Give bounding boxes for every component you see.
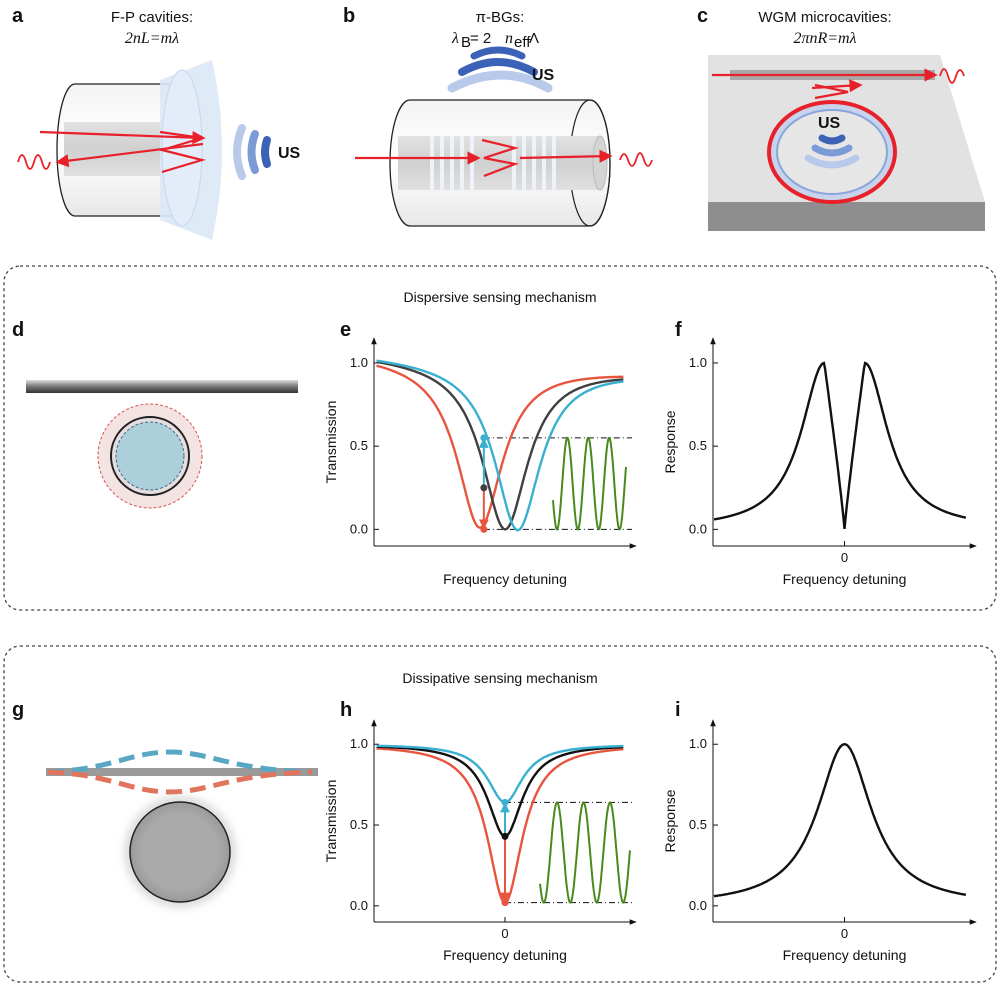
panel-b-eq-period: Λ xyxy=(529,30,539,47)
wgm-chip-illustration: US xyxy=(708,55,985,231)
resonator-core-d xyxy=(115,421,185,491)
y-tick-label: 0.5 xyxy=(350,438,368,453)
resonator-sphere-g xyxy=(129,801,231,903)
response-curve-i xyxy=(713,742,967,898)
panel-c-equation: 2πnR=mλ xyxy=(793,30,856,47)
x-axis-label: Frequency detuning xyxy=(783,947,907,963)
pbg-illustration: US xyxy=(355,46,653,227)
y-tick-label: 0.0 xyxy=(350,898,368,913)
y-tick-label: 1.0 xyxy=(350,355,368,370)
panel-label-h: h xyxy=(340,699,352,721)
panel-label-d: d xyxy=(12,319,24,341)
x-axis-label: Frequency detuning xyxy=(443,571,567,587)
operating-point xyxy=(501,832,509,840)
y-tick-label: 1.0 xyxy=(689,736,707,751)
y-axis-label: Transmission xyxy=(323,780,339,863)
transmission-curve-0 xyxy=(376,747,624,904)
us-label-b: US xyxy=(532,67,555,84)
transmission-curve-2 xyxy=(376,359,624,532)
panel-g: g xyxy=(12,699,318,908)
panel-b-eq-sub-b: B xyxy=(461,34,471,51)
dispersive-title: Dispersive sensing mechanism xyxy=(404,289,597,305)
x-tick-label: 0 xyxy=(841,550,848,565)
operating-point-low xyxy=(501,899,509,907)
us-label-c: US xyxy=(818,115,841,132)
panel-b-eq-sub-eff: eff xyxy=(514,34,531,51)
y-tick-label: 0.0 xyxy=(689,521,707,536)
y-tick-label: 1.0 xyxy=(689,355,707,370)
panel-label-c: c xyxy=(697,5,708,27)
response-curve-f xyxy=(713,361,967,530)
x-tick-label: 0 xyxy=(841,926,848,941)
panel-b-eq-equals: = 2 xyxy=(470,30,491,47)
panel-b-eq-lambda: λ xyxy=(451,30,459,47)
us-label-a: US xyxy=(278,145,301,162)
panel-c-title: WGM microcavities: xyxy=(758,9,891,26)
operating-point-high xyxy=(480,434,488,442)
transmission-curve-0 xyxy=(376,364,624,529)
transmission-curve-1 xyxy=(376,745,624,838)
panel-label-b: b xyxy=(343,5,355,27)
x-tick-label: 0 xyxy=(501,926,508,941)
panel-b-eq-n: n xyxy=(505,30,513,47)
y-tick-label: 0.0 xyxy=(350,521,368,536)
dissipative-title: Dissipative sensing mechanism xyxy=(402,670,597,686)
y-axis-label: Response xyxy=(662,789,678,852)
y-tick-label: 0.5 xyxy=(350,817,368,832)
panel-a-equation: 2nL=mλ xyxy=(125,30,179,47)
output-signal xyxy=(552,436,627,531)
fp-cavity-illustration: US xyxy=(17,60,301,240)
panel-b-title: π-BGs: xyxy=(476,9,525,26)
y-axis-label: Response xyxy=(662,410,678,473)
dispersive-box xyxy=(3,265,997,611)
x-axis-label: Frequency detuning xyxy=(443,947,567,963)
y-axis-label: Transmission xyxy=(323,401,339,484)
x-axis-label: Frequency detuning xyxy=(783,571,907,587)
y-tick-label: 0.5 xyxy=(689,817,707,832)
displaced-waveguide-down xyxy=(47,769,313,795)
panel-label-e: e xyxy=(340,319,351,341)
panel-label-i: i xyxy=(675,699,681,721)
y-tick-label: 1.0 xyxy=(350,736,368,751)
y-tick-label: 0.5 xyxy=(689,438,707,453)
panel-a: a F-P cavities: 2nL=mλ US xyxy=(12,5,301,240)
operating-point xyxy=(480,484,488,492)
panel-label-f: f xyxy=(675,319,682,341)
output-signal xyxy=(539,801,631,904)
transmission-curve-2 xyxy=(376,744,624,804)
waveguide-bar-g xyxy=(46,768,318,776)
panel-label-g: g xyxy=(12,699,24,721)
panel-a-title: F-P cavities: xyxy=(111,9,193,26)
operating-point-high xyxy=(501,798,509,806)
panel-c: c WGM microcavities: 2πnR=mλ US xyxy=(697,5,985,231)
waveguide-bar-d xyxy=(26,380,298,393)
panel-b: b π-BGs: λ B = 2 n eff Λ US xyxy=(343,5,653,227)
panel-label-a: a xyxy=(12,5,24,27)
transmission-curve-1 xyxy=(376,360,624,531)
panel-d: d xyxy=(12,319,298,509)
operating-point-low xyxy=(480,525,488,533)
y-tick-label: 0.0 xyxy=(689,898,707,913)
displaced-waveguide-up xyxy=(47,749,313,775)
dissipative-box xyxy=(3,645,997,983)
